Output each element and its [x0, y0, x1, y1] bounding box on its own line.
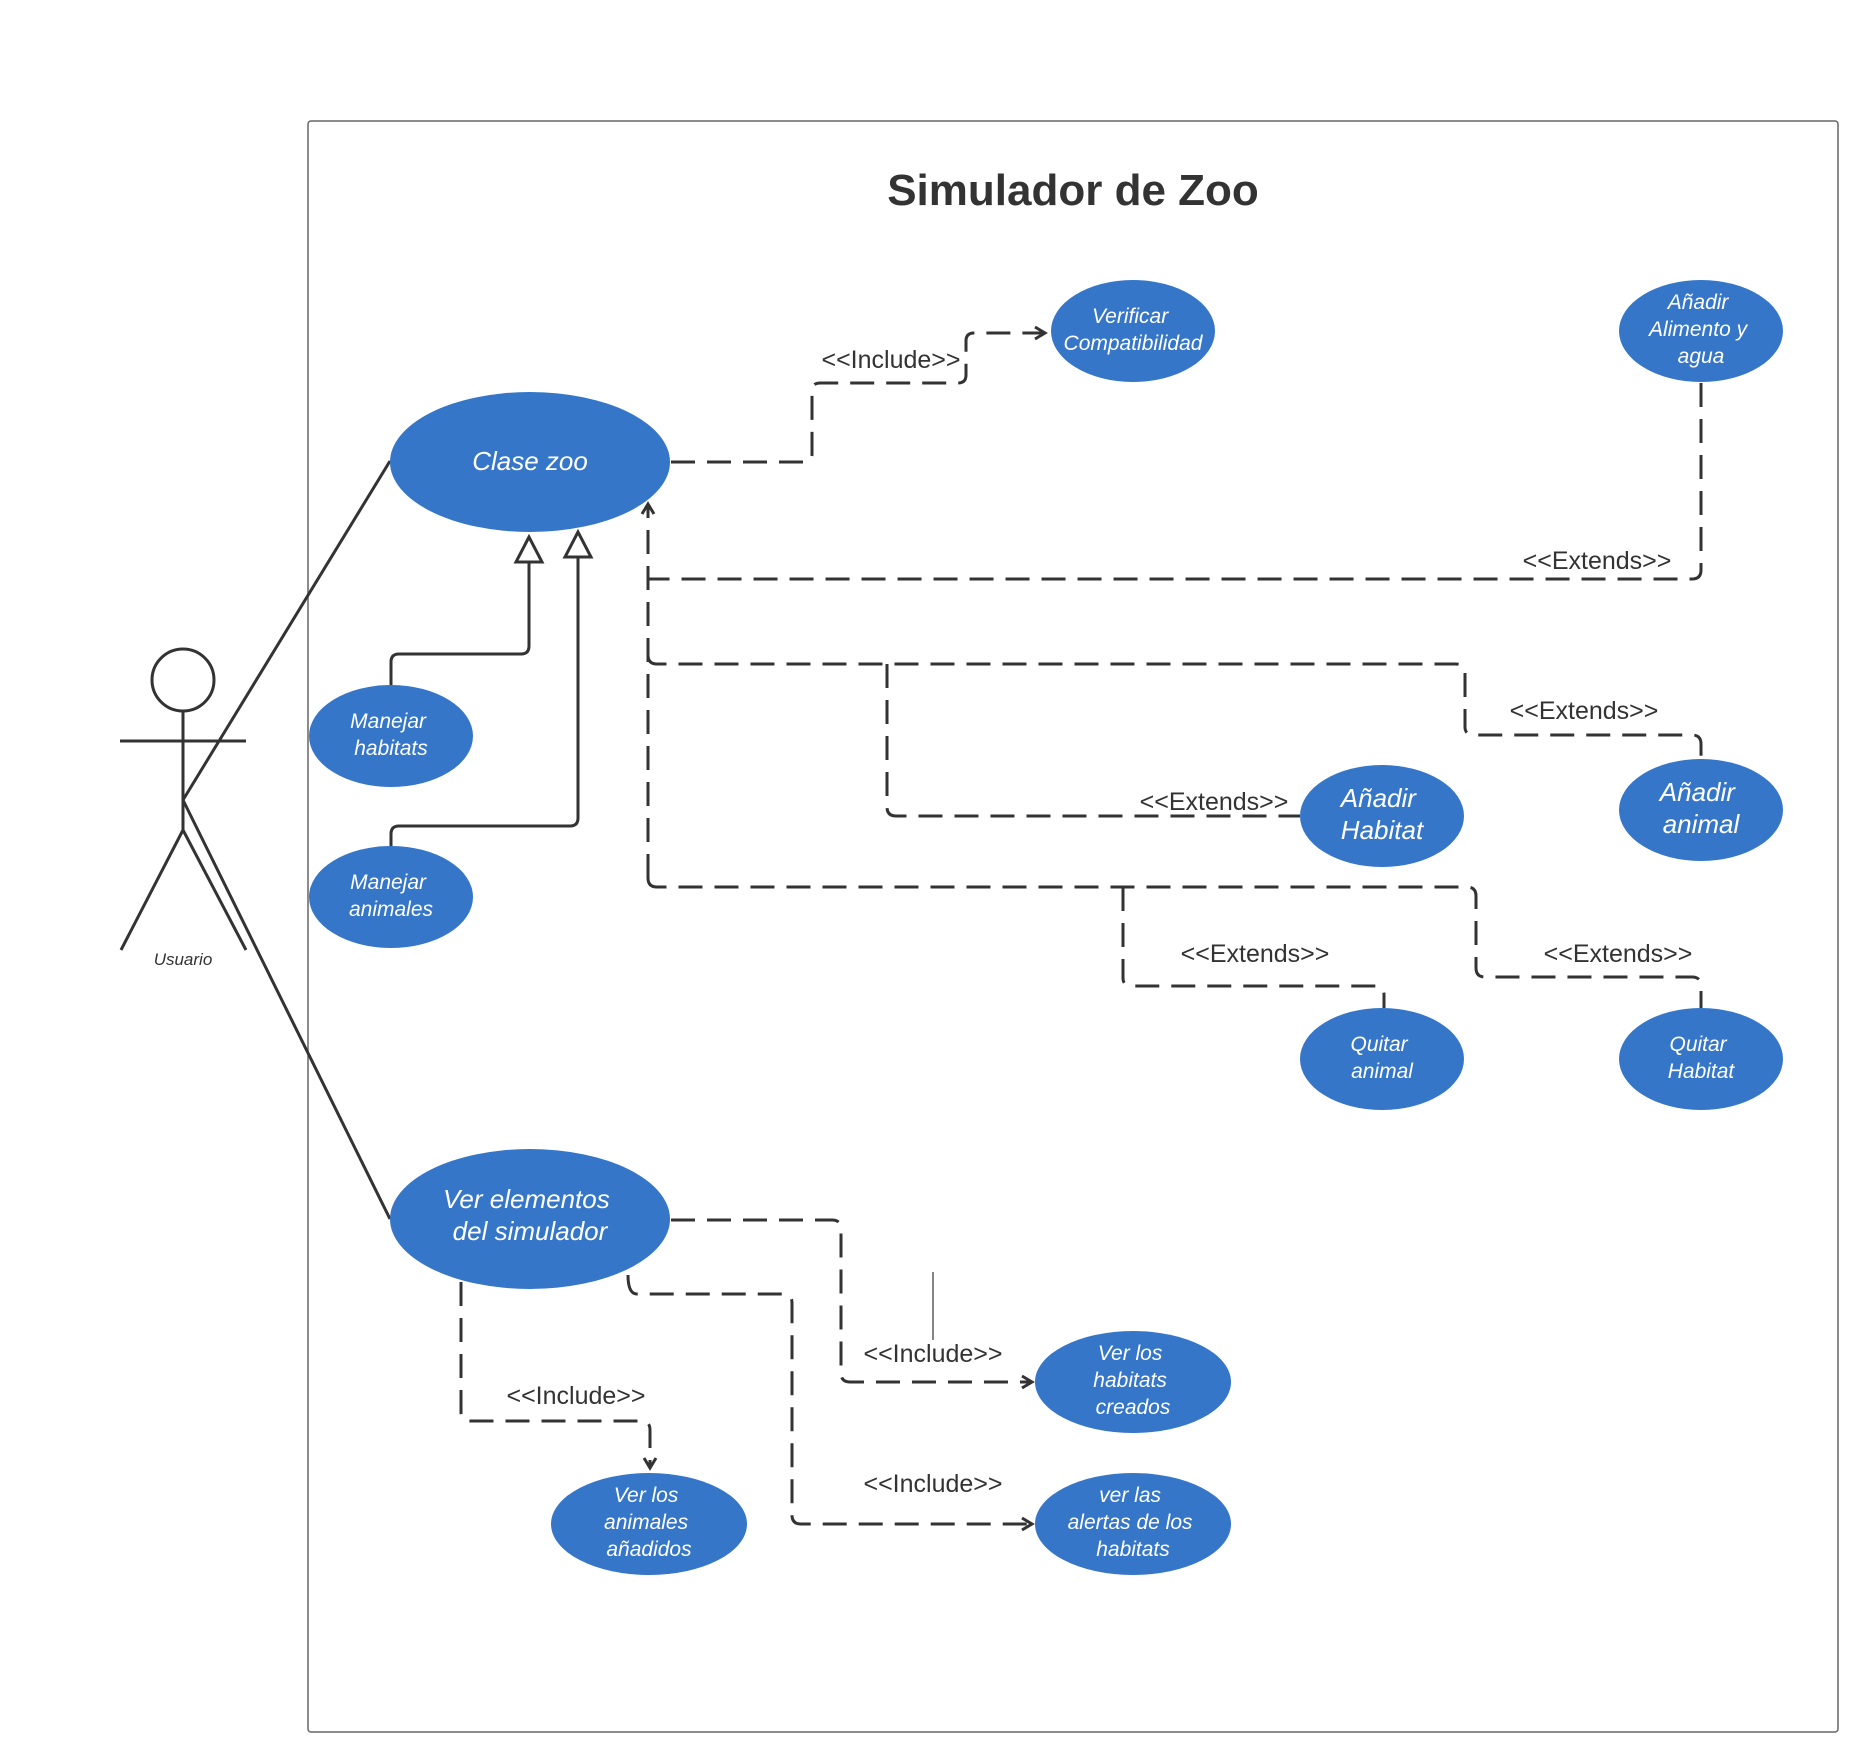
use-case-label: Clase zoo — [472, 446, 588, 476]
svg-text:Manejar habitats: Manejar habitats — [350, 710, 432, 760]
extends-label-alimento: <<Extends>> — [1523, 547, 1672, 575]
extends-label-quitar-habitat: <<Extends>> — [1544, 940, 1693, 968]
use-case-label: Habitat — [1341, 815, 1425, 845]
use-case-anadir-animal[interactable]: Añadir animal — [1619, 759, 1783, 861]
extends-line-quitar-animal — [1121, 887, 1386, 1008]
use-case-label: Habitat — [1668, 1060, 1736, 1083]
use-case-label: habitats — [1096, 1538, 1170, 1561]
actor-label: Usuario — [154, 950, 213, 969]
include-line-ver-animales — [459, 1282, 658, 1471]
actor-head — [150, 647, 216, 713]
use-case-label: Añadir — [1666, 291, 1730, 314]
use-case-anadir-habitat[interactable]: Añadir Habitat — [1300, 765, 1464, 867]
svg-text:Verificar Compatibilidad: Verificar Compatibilidad — [1064, 305, 1204, 355]
use-case-label: Añadir — [1658, 777, 1736, 807]
svg-text:Ver los habitats c: Ver los habitats creados — [1093, 1342, 1172, 1419]
generalization-manejar-animales — [389, 557, 580, 846]
use-case-ver-elementos[interactable]: Ver elementos del simulador — [390, 1149, 670, 1289]
include-label-verificar: <<Include>> — [821, 346, 960, 374]
include-label-ver-habitats: <<Include>> — [863, 1340, 1002, 1368]
extends-line-alimento — [648, 383, 1703, 581]
use-case-anadir-alimento[interactable]: Añadir Alimento y agua — [1619, 280, 1783, 382]
use-case-label: animales — [604, 1511, 689, 1534]
generalization-arrowhead-1 — [513, 533, 545, 564]
extends-line-habitat — [885, 664, 1300, 818]
use-case-label: añadidos — [606, 1538, 692, 1561]
diagram-title: Simulador de Zoo — [887, 166, 1259, 215]
use-case-label: animal — [1663, 809, 1741, 839]
system-boundary — [307, 120, 1839, 1733]
svg-text:Quitar animal: Quitar animal — [1350, 1033, 1414, 1083]
use-case-label: habitats — [354, 737, 428, 760]
include-label-ver-alertas: <<Include>> — [863, 1470, 1002, 1498]
association-ver-elementos — [181, 799, 392, 1220]
svg-text:Ver los animales a: Ver los animales añadidos — [604, 1484, 694, 1561]
extends-line-animal — [646, 654, 1703, 760]
actor-left-leg — [119, 829, 185, 951]
svg-text:ver las alertas de los: ver las alertas de los habitats — [1068, 1484, 1199, 1561]
include-line-verificar — [671, 325, 1048, 464]
svg-text:Añadir animal: Añadir animal — [1658, 777, 1742, 839]
svg-text:Añadir Alimento y: Añadir Alimento y agua — [1647, 291, 1753, 368]
use-case-label: Añadir — [1339, 783, 1417, 813]
actor-usuario[interactable]: Usuario — [119, 647, 248, 969]
generalization-arrowhead-2 — [562, 528, 594, 559]
generalization-manejar-habitats — [389, 562, 531, 685]
use-case-label: Ver los — [1098, 1342, 1163, 1365]
svg-text:Añadir Habitat: Añadir Habitat — [1339, 783, 1425, 845]
use-case-clase-zoo[interactable]: Clase zoo — [390, 392, 670, 532]
use-case-label: creados — [1096, 1396, 1171, 1419]
association-clase-zoo — [181, 460, 392, 801]
extends-label-quitar-animal: <<Extends>> — [1181, 940, 1330, 968]
use-case-ver-animales[interactable]: Ver los animales añadidos — [551, 1473, 747, 1575]
include-line-ver-habitats — [671, 1218, 1035, 1390]
use-case-label: Ver elementos — [443, 1184, 610, 1214]
extends-label-habitat: <<Extends>> — [1140, 788, 1289, 816]
svg-text:Clase zoo: Clase zoo — [472, 446, 588, 476]
include-line-ver-alertas — [626, 1274, 1035, 1532]
use-case-ver-alertas[interactable]: ver las alertas de los habitats — [1035, 1473, 1231, 1575]
actor-right-leg — [181, 829, 248, 951]
use-case-label: Alimento y — [1647, 318, 1749, 341]
use-case-quitar-habitat[interactable]: Quitar Habitat — [1619, 1008, 1783, 1110]
use-case-label: Ver los — [614, 1484, 679, 1507]
use-case-label: Manejar — [350, 710, 427, 733]
use-case-label: Manejar — [350, 871, 427, 894]
use-case-label: ver las — [1099, 1484, 1161, 1507]
use-case-verificar-compatibilidad[interactable]: Verificar Compatibilidad — [1051, 280, 1215, 382]
use-case-label: Quitar — [1350, 1033, 1408, 1056]
svg-text:Ver elementos del simula: Ver elementos del simulador — [443, 1184, 617, 1246]
use-case-label: Compatibilidad — [1064, 332, 1204, 355]
extends-line-bottom — [646, 877, 1703, 1008]
use-case-manejar-habitats[interactable]: Manejar habitats — [309, 685, 473, 787]
use-case-label: Verificar — [1092, 305, 1169, 328]
use-case-ver-habitats[interactable]: Ver los habitats creados — [1035, 1331, 1231, 1433]
use-case-manejar-animales[interactable]: Manejar animales — [309, 846, 473, 948]
extends-label-animal: <<Extends>> — [1510, 697, 1659, 725]
use-case-label: animal — [1351, 1060, 1414, 1083]
use-case-label: alertas de los — [1068, 1511, 1193, 1534]
svg-text:Manejar animales: Manejar animales — [349, 871, 434, 921]
use-case-quitar-animal[interactable]: Quitar animal — [1300, 1008, 1464, 1110]
use-case-label: habitats — [1093, 1369, 1167, 1392]
include-label-ver-animales: <<Include>> — [506, 1382, 645, 1410]
use-case-label: agua — [1678, 345, 1725, 368]
use-case-label: Quitar — [1669, 1033, 1727, 1056]
use-case-label: del simulador — [453, 1216, 609, 1246]
svg-text:Quitar Habitat: Quitar Habitat — [1668, 1033, 1736, 1083]
use-case-label: animales — [349, 898, 434, 921]
